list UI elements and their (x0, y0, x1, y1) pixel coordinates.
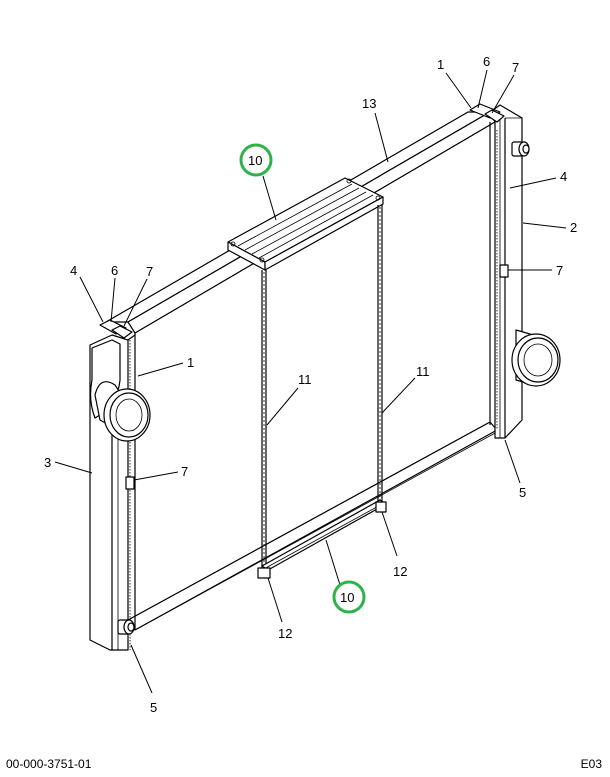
callout-6-top: 6 (483, 54, 490, 69)
callout-1-left: 1 (187, 355, 194, 370)
callout-13: 13 (362, 96, 376, 111)
right-top-cap (469, 103, 505, 123)
left-fitting-bolt (117, 619, 135, 635)
callout-3: 3 (44, 455, 51, 470)
left-bracket (125, 476, 135, 490)
tie-rods (261, 205, 383, 570)
callout-7-top: 7 (512, 60, 519, 75)
callout-12-right: 12 (393, 564, 407, 579)
bottom-clips (257, 501, 387, 579)
top-cross-plate (227, 177, 384, 271)
highlight-ring-bottom (332, 580, 366, 614)
callout-4-left: 4 (70, 263, 77, 278)
right-bracket (499, 264, 509, 278)
callout-10-top: 10 (248, 153, 262, 168)
callout-6-left: 6 (111, 263, 118, 278)
callout-4-right: 4 (560, 169, 567, 184)
callout-5-right: 5 (519, 485, 526, 500)
callout-7-left: 7 (181, 464, 188, 479)
highlight-ring-top (239, 143, 273, 177)
callout-labels: 1 6 7 13 10 4 2 7 4 6 7 1 11 11 3 7 5 12… (44, 54, 577, 715)
right-outlet-pipe (511, 329, 561, 387)
callout-7-right: 7 (556, 263, 563, 278)
leader-lines (54, 69, 567, 694)
callout-10-bottom: 10 (340, 590, 354, 605)
left-inlet-pipe (89, 339, 151, 442)
callout-7-left-top: 7 (146, 264, 153, 279)
bottom-cross-bar (261, 499, 387, 571)
document-number: 00-000-3751-01 (6, 757, 92, 771)
bottom-tank (127, 421, 498, 631)
core-frame (134, 122, 491, 630)
sheet-code: E03 (580, 757, 602, 771)
callout-2: 2 (570, 220, 577, 235)
callout-11-right: 11 (416, 364, 430, 379)
right-fitting-bolt (511, 141, 530, 157)
left-top-cap (99, 319, 133, 339)
callout-12-left: 12 (278, 626, 292, 641)
callout-1-top: 1 (437, 57, 444, 72)
callout-11-left: 11 (298, 372, 312, 387)
callout-5-left: 5 (150, 700, 157, 715)
